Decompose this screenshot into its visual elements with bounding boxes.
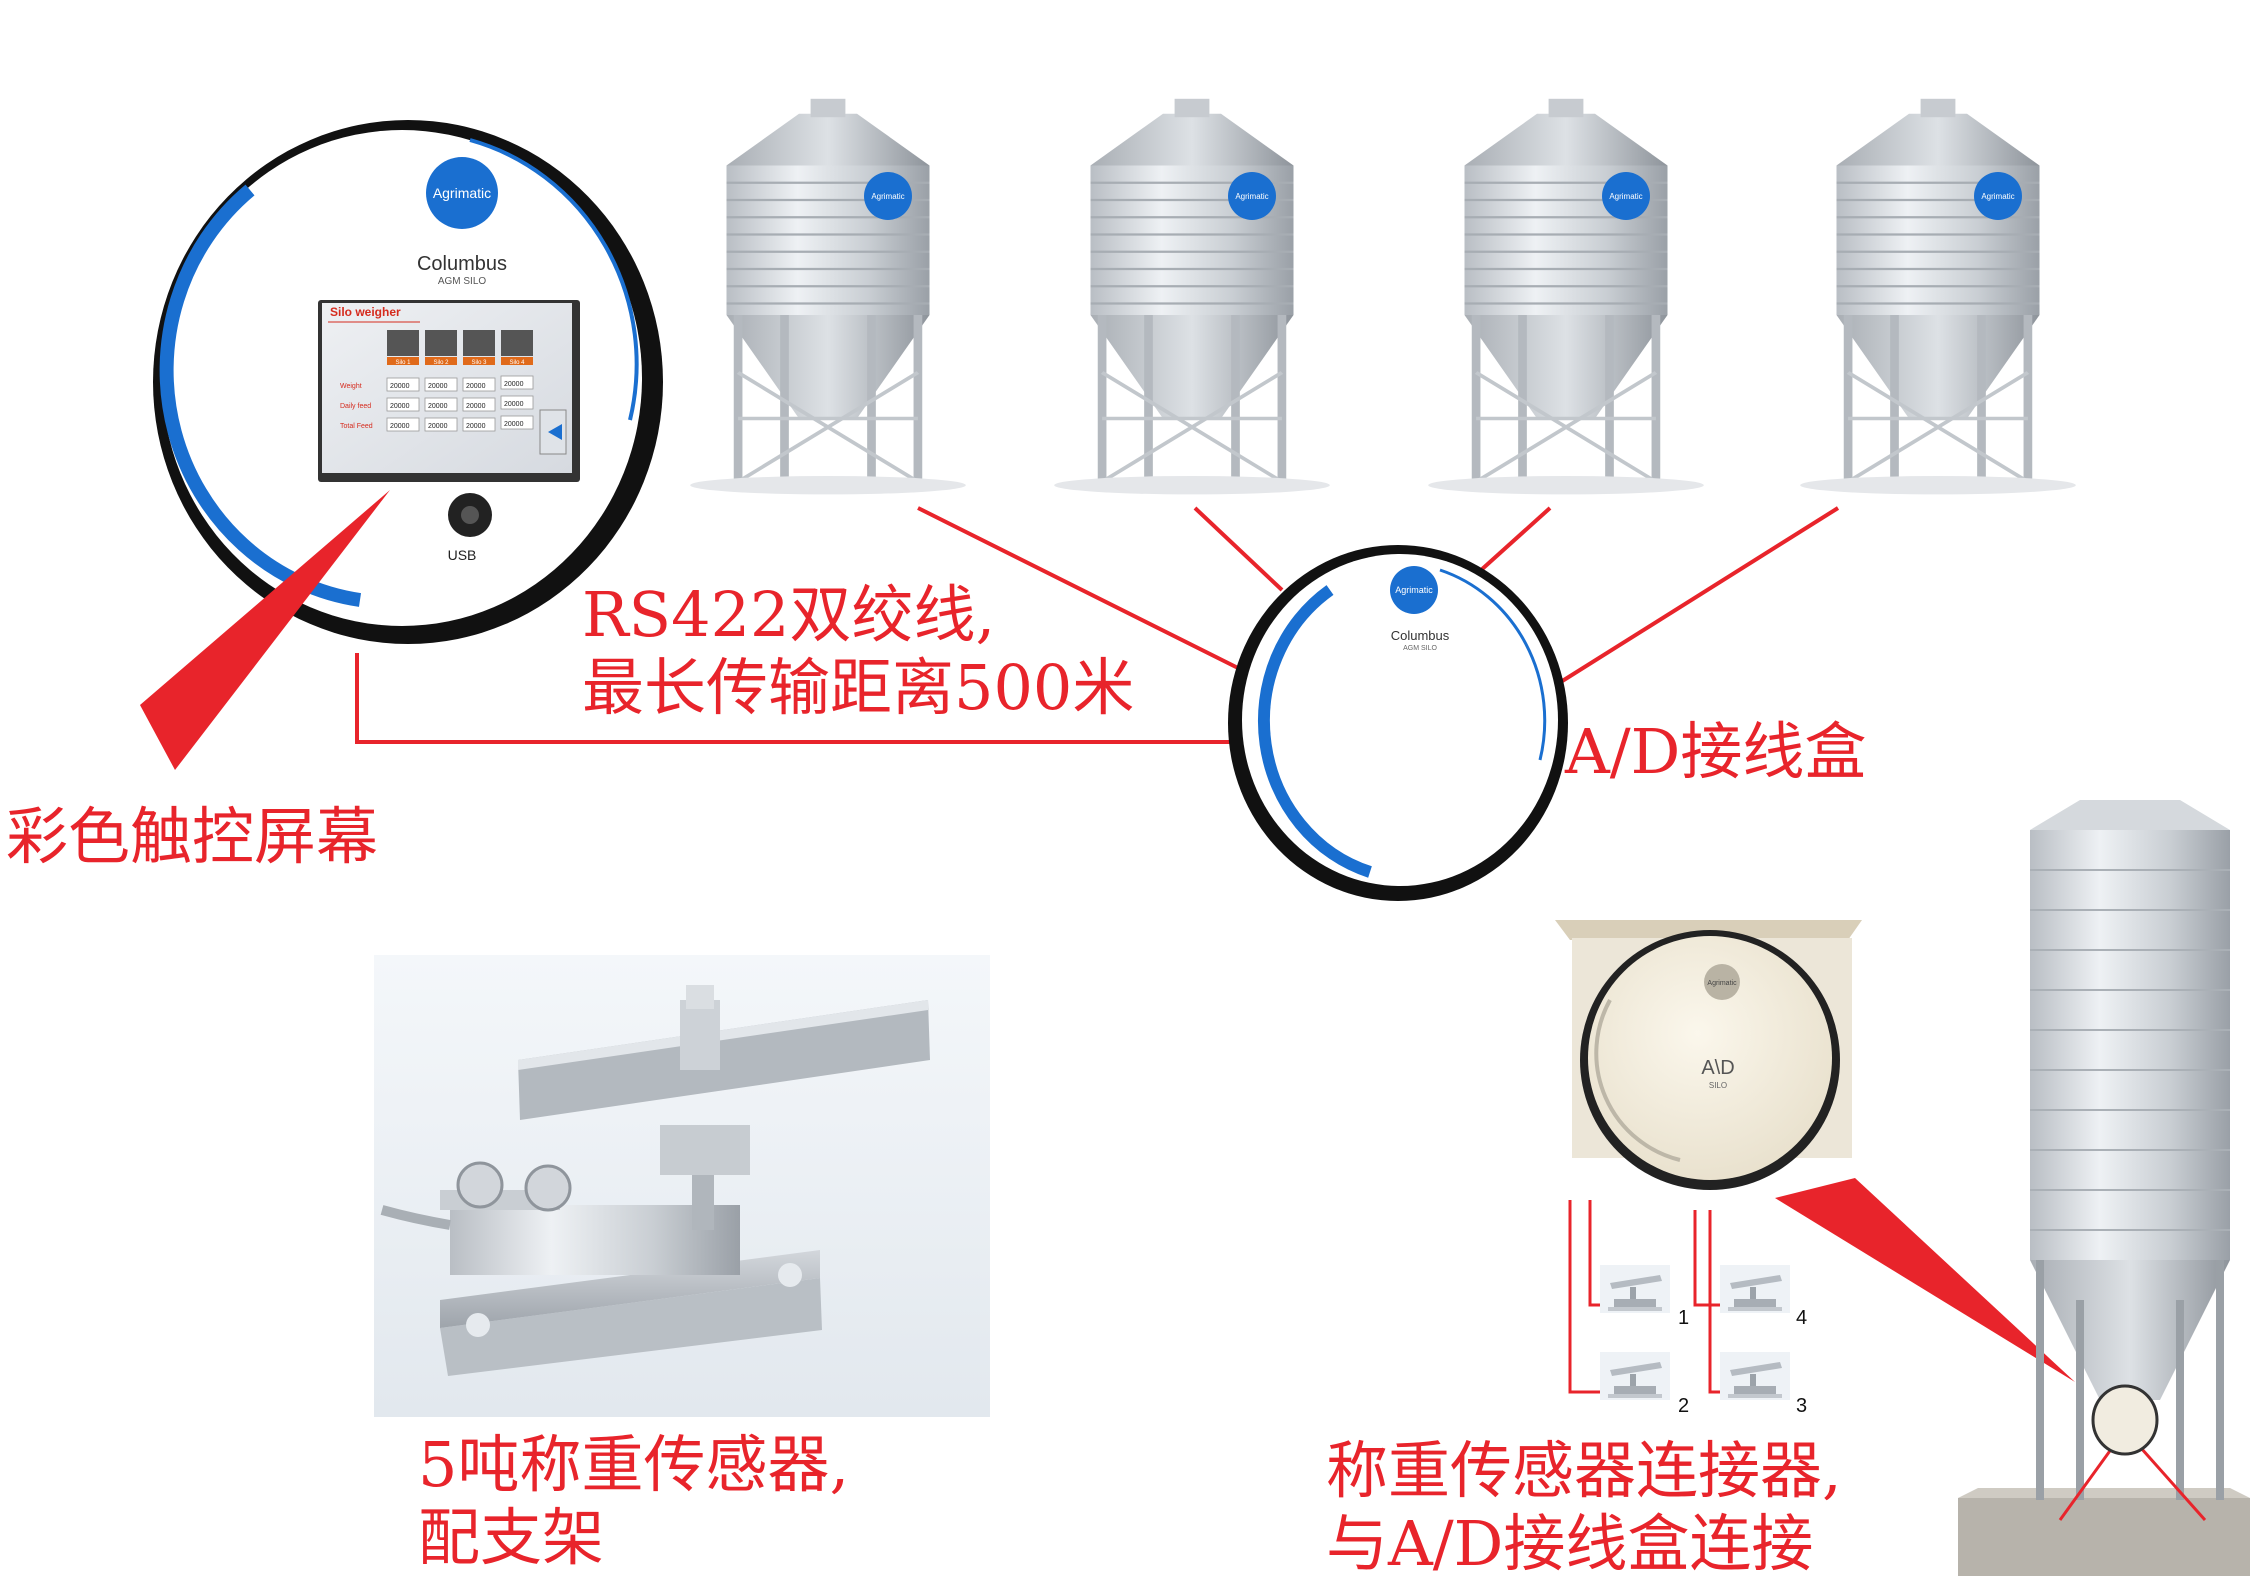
- silo: [1054, 99, 1330, 495]
- brand-logo: [426, 157, 498, 229]
- controller-sub: AGM SILO: [438, 276, 487, 287]
- silo3-link: [1468, 506, 1552, 582]
- cell-value: 20000: [504, 401, 524, 408]
- silo-tab[interactable]: Silo 4: [509, 360, 525, 366]
- silo-tab[interactable]: Silo 2: [433, 360, 449, 366]
- row-label: Weight: [340, 383, 362, 390]
- mini-load-cell: [1720, 1265, 1790, 1313]
- cell-value: 20000: [466, 403, 486, 410]
- touch-screen-label: 彩色触控屏幕: [6, 800, 379, 873]
- load-cell-label: 5吨称重传感器, 配支架: [418, 1428, 850, 1575]
- sensor-number: 1: [1678, 1307, 1689, 1329]
- silo: [690, 99, 966, 495]
- cell-value: 20000: [466, 423, 486, 430]
- cell-value: 20000: [504, 421, 524, 428]
- cell-value: 20000: [504, 381, 524, 388]
- connector-label: 称重传感器连接器, 与A/D接线盒连接: [1326, 1434, 1842, 1581]
- installed-silo: [1958, 800, 2250, 1576]
- ad-box-pointer: [1775, 1178, 2075, 1382]
- screen-title: Silo weigher: [330, 305, 401, 319]
- silo-icon[interactable]: [425, 330, 457, 356]
- mini-load-cell: [1600, 1352, 1670, 1400]
- sensor-number: 4: [1796, 1307, 1807, 1329]
- load-cell-photo: [374, 955, 990, 1417]
- usb-label: USB: [448, 547, 477, 563]
- silo: [1428, 99, 1704, 495]
- brand-logo-text: Agrimatic: [433, 185, 491, 201]
- silo-badge-text: Agrimatic: [1609, 192, 1642, 201]
- ad-box-title: A\D: [1701, 1057, 1734, 1079]
- silo4-link: [1538, 506, 1840, 697]
- junction-logo-text: Agrimatic: [1395, 585, 1433, 595]
- junction-model: Columbus: [1391, 628, 1450, 643]
- silo-badges: Agrimatic Agrimatic Agrimatic Agrimatic: [864, 172, 2022, 220]
- ad-box-photo: Agrimatic A\D SILO: [1555, 920, 1862, 1190]
- junction-logo: [1390, 566, 1438, 614]
- silo-badge-text: Agrimatic: [871, 192, 904, 201]
- connection-lines: [355, 506, 1840, 744]
- touch-screen-pointer: [140, 490, 390, 770]
- mini-load-cells: 1 4 2 3: [1600, 1265, 1807, 1417]
- silo: [1800, 99, 2076, 495]
- sensor-wiring: [1568, 1200, 1720, 1394]
- ad-junction-box: Agrimatic Columbus AGM SILO: [1228, 545, 1568, 901]
- row-label: Total Feed: [340, 423, 373, 430]
- silo1-link: [917, 506, 1247, 674]
- ad-box-logo: [1704, 964, 1740, 1000]
- silo2-link: [1193, 506, 1284, 592]
- junction-sub: AGM SILO: [1403, 645, 1437, 652]
- silo-row: Agrimatic Agrimatic Agrimatic Agrimatic: [690, 99, 2076, 495]
- silo-icon[interactable]: [387, 330, 419, 356]
- silo-tab[interactable]: Silo 1: [395, 360, 411, 366]
- cell-value: 20000: [390, 423, 410, 430]
- ad-box-label: A/D接线盒: [1565, 715, 1867, 788]
- ad-box-logo-text: Agrimatic: [1707, 980, 1737, 987]
- silo-icon[interactable]: [463, 330, 495, 356]
- sensor-number: 2: [1678, 1395, 1689, 1417]
- controller-model: Columbus: [417, 253, 507, 275]
- cell-value: 20000: [390, 403, 410, 410]
- cell-value: 20000: [428, 423, 448, 430]
- silo-badge-text: Agrimatic: [1235, 192, 1268, 201]
- cell-value: 20000: [428, 383, 448, 390]
- rs422-cable: [355, 653, 1244, 744]
- weight-table: Weight Daily feed Total Feed 20000 20000…: [340, 375, 534, 432]
- cell-value: 20000: [428, 403, 448, 410]
- cable-label: RS422双绞线, 最长传输距离500米: [582, 578, 1135, 725]
- silo-tab[interactable]: Silo 3: [471, 360, 487, 366]
- sensor-number: 3: [1796, 1395, 1807, 1417]
- mini-load-cell: [1720, 1352, 1790, 1400]
- row-label: Daily feed: [340, 403, 371, 410]
- silo-tabs: Silo 1 Silo 2 Silo 3 Silo 4: [387, 330, 533, 366]
- touch-screen-controller: Agrimatic Columbus AGM SILO Silo weigher…: [153, 120, 663, 644]
- mini-load-cell: [1600, 1265, 1670, 1313]
- ad-box-sub: SILO: [1709, 1081, 1727, 1090]
- silo-icon[interactable]: [501, 330, 533, 356]
- cell-value: 20000: [390, 383, 410, 390]
- cell-value: 20000: [466, 383, 486, 390]
- silo-badge-text: Agrimatic: [1981, 192, 2014, 201]
